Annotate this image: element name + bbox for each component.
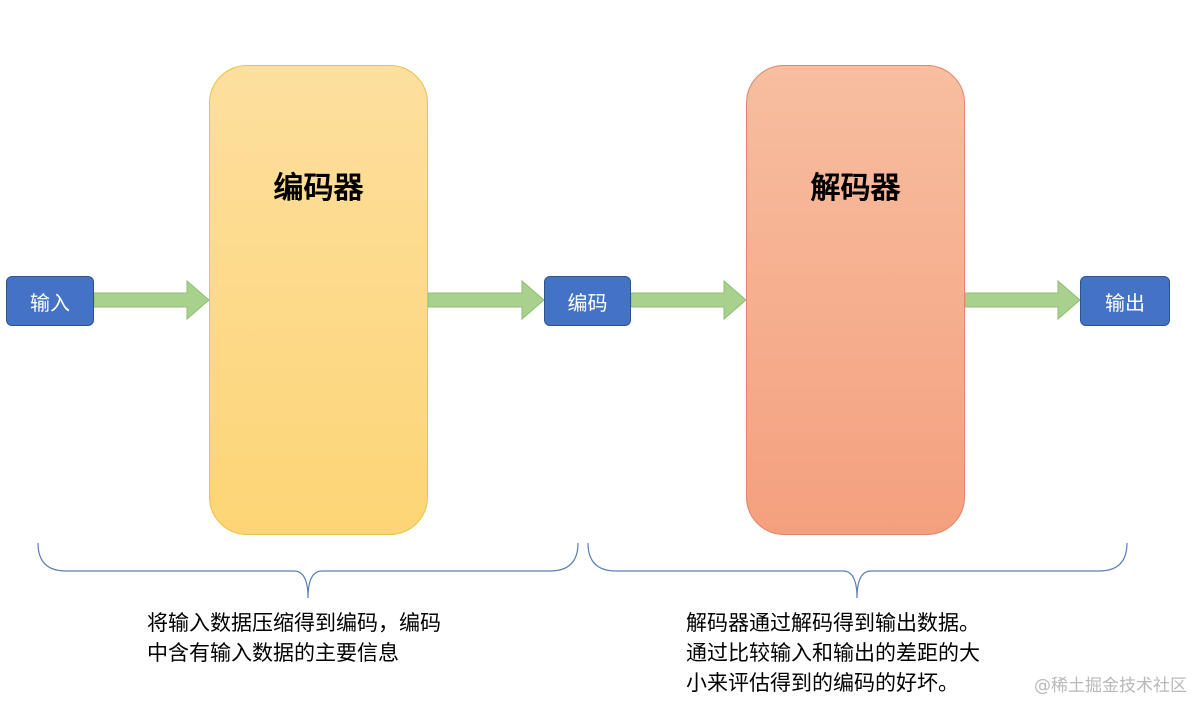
decoder-caption-line: 解码器通过解码得到输出数据。 bbox=[686, 611, 980, 635]
encoder-caption: 将输入数据压缩得到编码，编码 中含有输入数据的主要信息 bbox=[147, 608, 441, 668]
input-node-label: 输入 bbox=[30, 290, 70, 315]
encoder-caption-line: 中含有输入数据的主要信息 bbox=[147, 641, 399, 665]
encoder-node: 编码器 bbox=[209, 65, 428, 535]
code-node: 编码 bbox=[544, 276, 631, 326]
decoder-caption-line: 通过比较输入和输出的差距的大 bbox=[686, 641, 980, 665]
input-node: 输入 bbox=[6, 276, 94, 326]
decoder-node: 解码器 bbox=[746, 65, 965, 535]
output-node-label: 输出 bbox=[1105, 290, 1145, 315]
arrow-decoder-to-output bbox=[964, 279, 1081, 321]
watermark: @稀土掘金技术社区 bbox=[1034, 676, 1187, 696]
brace-encoder bbox=[37, 542, 579, 599]
decoder-caption: 解码器通过解码得到输出数据。 通过比较输入和输出的差距的大 小来评估得到的编码的… bbox=[686, 608, 980, 698]
decoder-caption-line: 小来评估得到的编码的好坏。 bbox=[686, 671, 959, 695]
brace-decoder bbox=[587, 542, 1128, 599]
decoder-node-label: 解码器 bbox=[810, 171, 901, 206]
arrow-code-to-decoder bbox=[630, 279, 747, 321]
code-node-label: 编码 bbox=[567, 290, 608, 315]
encoder-caption-line: 将输入数据压缩得到编码，编码 bbox=[147, 611, 441, 635]
arrow-encoder-to-code bbox=[427, 279, 545, 321]
arrow-input-to-encoder bbox=[93, 279, 210, 321]
output-node: 输出 bbox=[1080, 276, 1170, 326]
encoder-node-label: 编码器 bbox=[273, 171, 364, 206]
